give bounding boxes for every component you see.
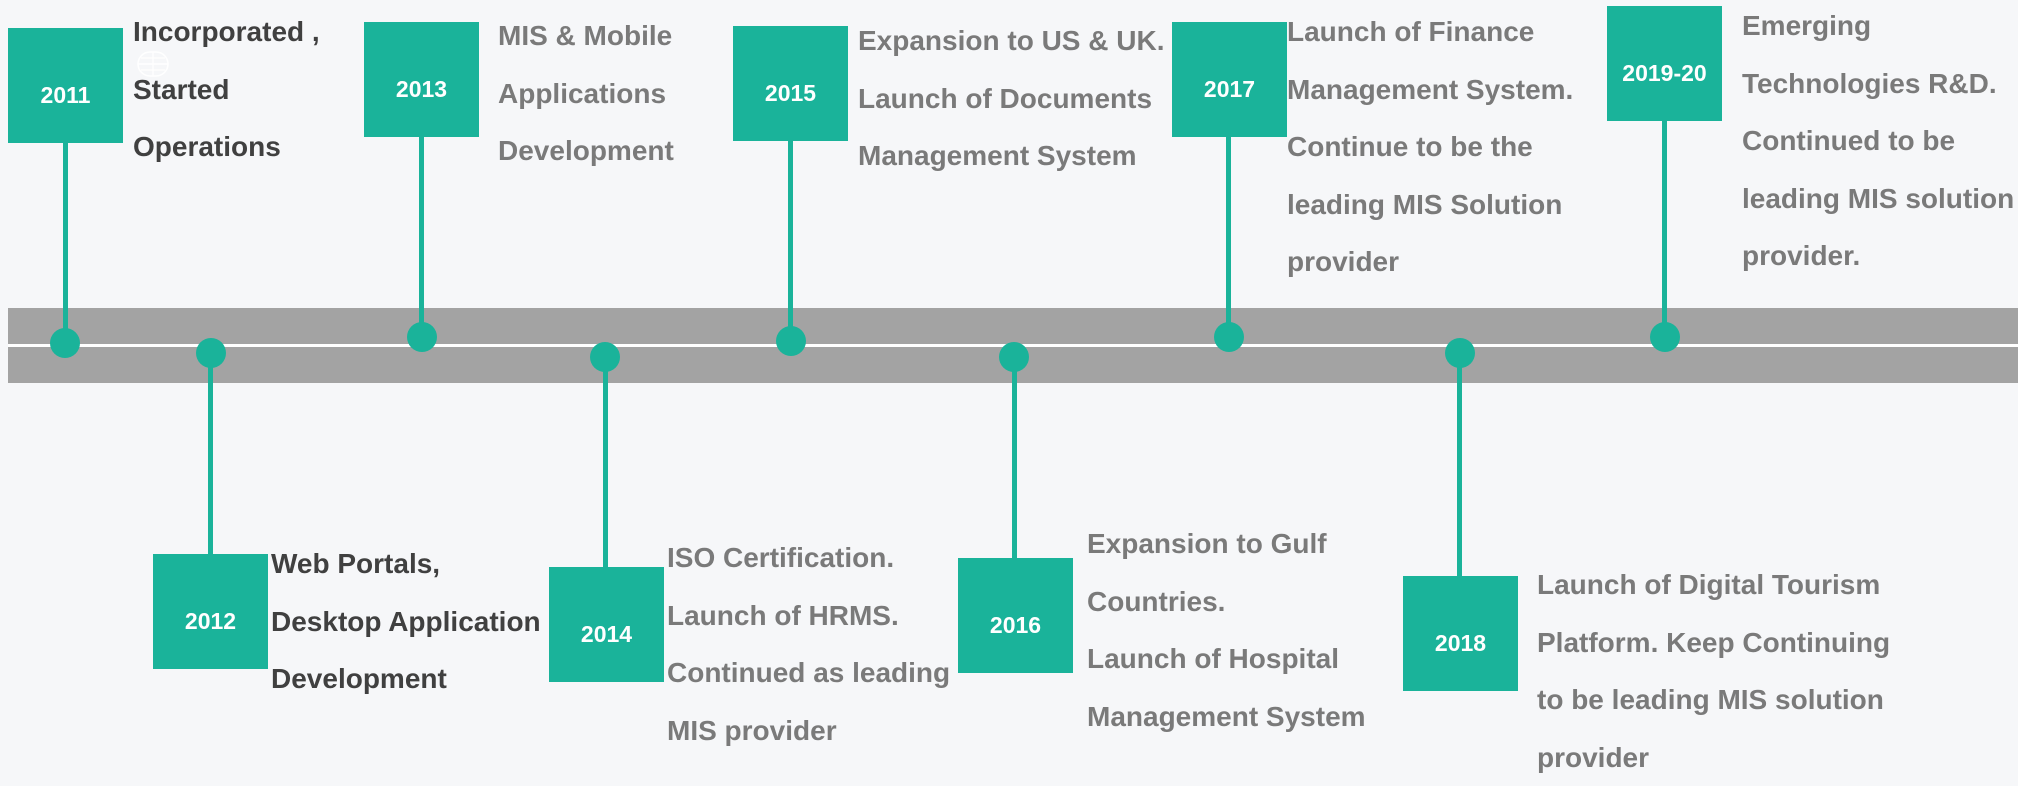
description-line: Platform. Keep Continuing: [1537, 614, 1890, 672]
milestone-dot: [999, 342, 1029, 372]
description-line: Emerging: [1742, 0, 2014, 55]
description-line: Development: [271, 650, 541, 708]
year-label: 2015: [765, 80, 816, 107]
milestone-stem: [788, 139, 793, 339]
year-box: 2015: [733, 26, 848, 141]
year-box: 2013: [364, 22, 479, 137]
milestone-dot: [1214, 322, 1244, 352]
year-box: 2019-20: [1607, 6, 1722, 121]
year-box: 2016: [958, 558, 1073, 673]
milestone-dot: [407, 322, 437, 352]
description-line: Launch of Documents: [858, 70, 1164, 128]
description-line: Launch of Hospital: [1087, 630, 1366, 688]
year-label: 2014: [581, 621, 632, 648]
description-line: Technologies R&D.: [1742, 55, 2014, 113]
milestone-stem: [63, 140, 68, 340]
milestone-description: Expansion to US & UK. Launch of Document…: [858, 12, 1164, 185]
year-label: 2012: [185, 608, 236, 635]
year-box: 2014: [549, 567, 664, 682]
description-line: Launch of Digital Tourism: [1537, 556, 1890, 614]
description-line: to be leading MIS solution: [1537, 671, 1890, 729]
milestone-stem: [208, 352, 213, 555]
description-line: Operations: [133, 118, 320, 176]
description-line: Web Portals,: [271, 535, 541, 593]
year-box: 2012: [153, 554, 268, 669]
description-line: Management System: [1087, 688, 1366, 746]
description-line: MIS provider: [667, 702, 950, 760]
description-line: Management System.: [1287, 61, 1573, 119]
year-label: 2017: [1204, 76, 1255, 103]
description-line: Continue to be the: [1287, 118, 1573, 176]
description-line: leading MIS Solution: [1287, 176, 1573, 234]
milestone-description: Incorporated , Started Operations: [133, 3, 320, 176]
description-line: Continued to be: [1742, 112, 2014, 170]
year-box: 2011: [8, 28, 123, 143]
milestone-stem: [1226, 134, 1231, 336]
year-label: 2016: [990, 612, 1041, 639]
description-line: Management System: [858, 127, 1164, 185]
milestone-stem: [1457, 352, 1462, 578]
year-box: 2017: [1172, 22, 1287, 137]
milestone-description: Expansion to Gulf Countries. Launch of H…: [1087, 515, 1366, 745]
description-line: Applications: [498, 65, 674, 123]
year-label: 2011: [41, 82, 91, 109]
milestone-dot: [590, 342, 620, 372]
description-line: provider.: [1742, 227, 2014, 285]
description-line: provider: [1537, 729, 1890, 786]
description-line: Continued as leading: [667, 644, 950, 702]
description-line: Countries.: [1087, 573, 1366, 631]
milestone-description: Emerging Technologies R&D. Continued to …: [1742, 0, 2014, 285]
description-line: Expansion to Gulf: [1087, 515, 1366, 573]
milestone-stem: [603, 355, 608, 569]
milestone-stem: [1662, 118, 1667, 336]
year-label: 2013: [396, 76, 447, 103]
milestone-dot: [196, 338, 226, 368]
milestone-dot: [50, 328, 80, 358]
milestone-stem: [419, 136, 424, 336]
description-line: provider: [1287, 233, 1573, 291]
description-line: leading MIS solution: [1742, 170, 2014, 228]
description-line: Expansion to US & UK.: [858, 12, 1164, 70]
year-label: 2018: [1435, 630, 1486, 657]
milestone-dot: [776, 326, 806, 356]
globe-icon: [136, 50, 170, 78]
description-line: Desktop Application: [271, 593, 541, 651]
description-line: Launch of Finance: [1287, 3, 1573, 61]
description-line: ISO Certification.: [667, 529, 950, 587]
milestone-description: MIS & Mobile Applications Development: [498, 7, 674, 180]
milestone-description: Web Portals, Desktop Application Develop…: [271, 535, 541, 708]
description-line: MIS & Mobile: [498, 7, 674, 65]
milestone-description: Launch of Digital Tourism Platform. Keep…: [1537, 556, 1890, 786]
description-line: Launch of HRMS.: [667, 587, 950, 645]
milestone-dot: [1445, 338, 1475, 368]
year-label: 2019-20: [1622, 60, 1706, 87]
milestone-description: Launch of Finance Management System. Con…: [1287, 3, 1573, 291]
milestone-dot: [1650, 322, 1680, 352]
milestone-stem: [1012, 355, 1017, 560]
year-box: 2018: [1403, 576, 1518, 691]
description-line: Development: [498, 122, 674, 180]
milestone-description: ISO Certification. Launch of HRMS. Conti…: [667, 529, 950, 759]
